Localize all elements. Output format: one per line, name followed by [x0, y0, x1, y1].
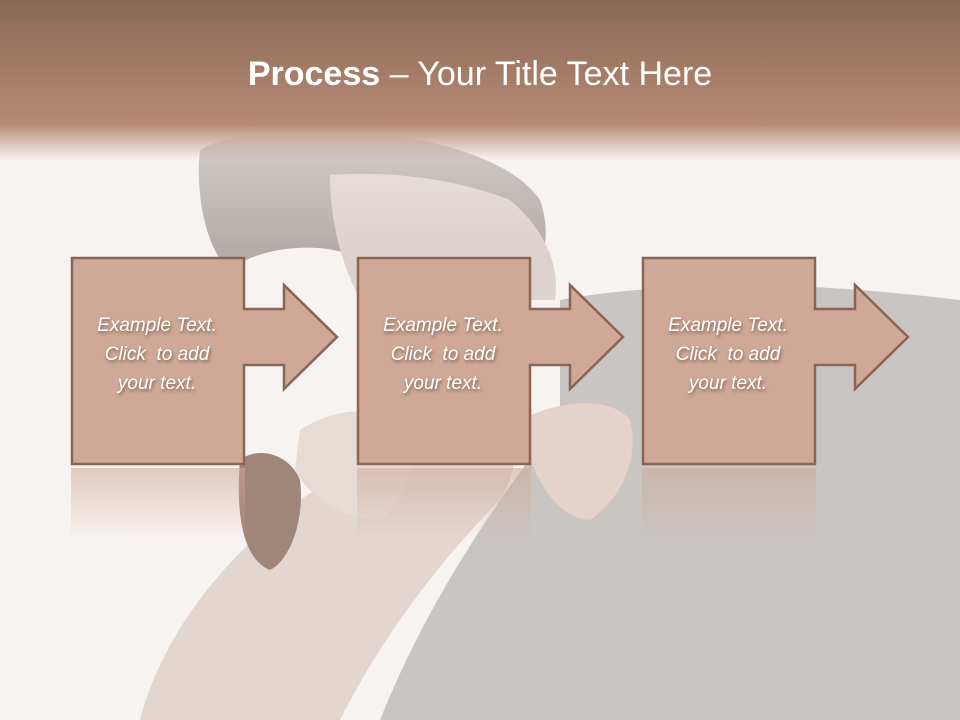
step-text-line: Example Text. [97, 315, 217, 336]
step-3-reflection [642, 468, 816, 540]
step-text-line: your text. [403, 373, 483, 394]
arrow-callout-shape [70, 256, 339, 466]
title-bar [0, 0, 960, 160]
title-bold: Process [247, 55, 381, 93]
slide-title[interactable]: Process – Your Title Text Here [0, 52, 960, 96]
step-text-line: Example Text. [668, 315, 788, 336]
step-1-text[interactable]: Example Text. Click to add your text. [79, 311, 235, 398]
process-step-1[interactable]: Example Text. Click to add your text. [70, 256, 339, 466]
process-step-2[interactable]: Example Text. Click to add your text. [356, 256, 625, 466]
step-text-line: Click to add [390, 344, 496, 365]
step-2-reflection [357, 468, 531, 540]
step-text-line: your text. [117, 373, 197, 394]
process-step-3[interactable]: Example Text. Click to add your text. [641, 256, 910, 466]
title-rest: – Your Title Text Here [380, 55, 713, 93]
step-2-text[interactable]: Example Text. Click to add your text. [365, 311, 521, 398]
step-text-line: Click to add [104, 344, 210, 365]
step-3-text[interactable]: Example Text. Click to add your text. [650, 311, 806, 398]
step-text-line: Click to add [675, 344, 781, 365]
step-1-reflection [71, 468, 245, 540]
step-text-line: Example Text. [383, 315, 503, 336]
step-text-line: your text. [688, 373, 768, 394]
arrow-callout-shape [641, 256, 910, 466]
arrow-callout-shape [356, 256, 625, 466]
